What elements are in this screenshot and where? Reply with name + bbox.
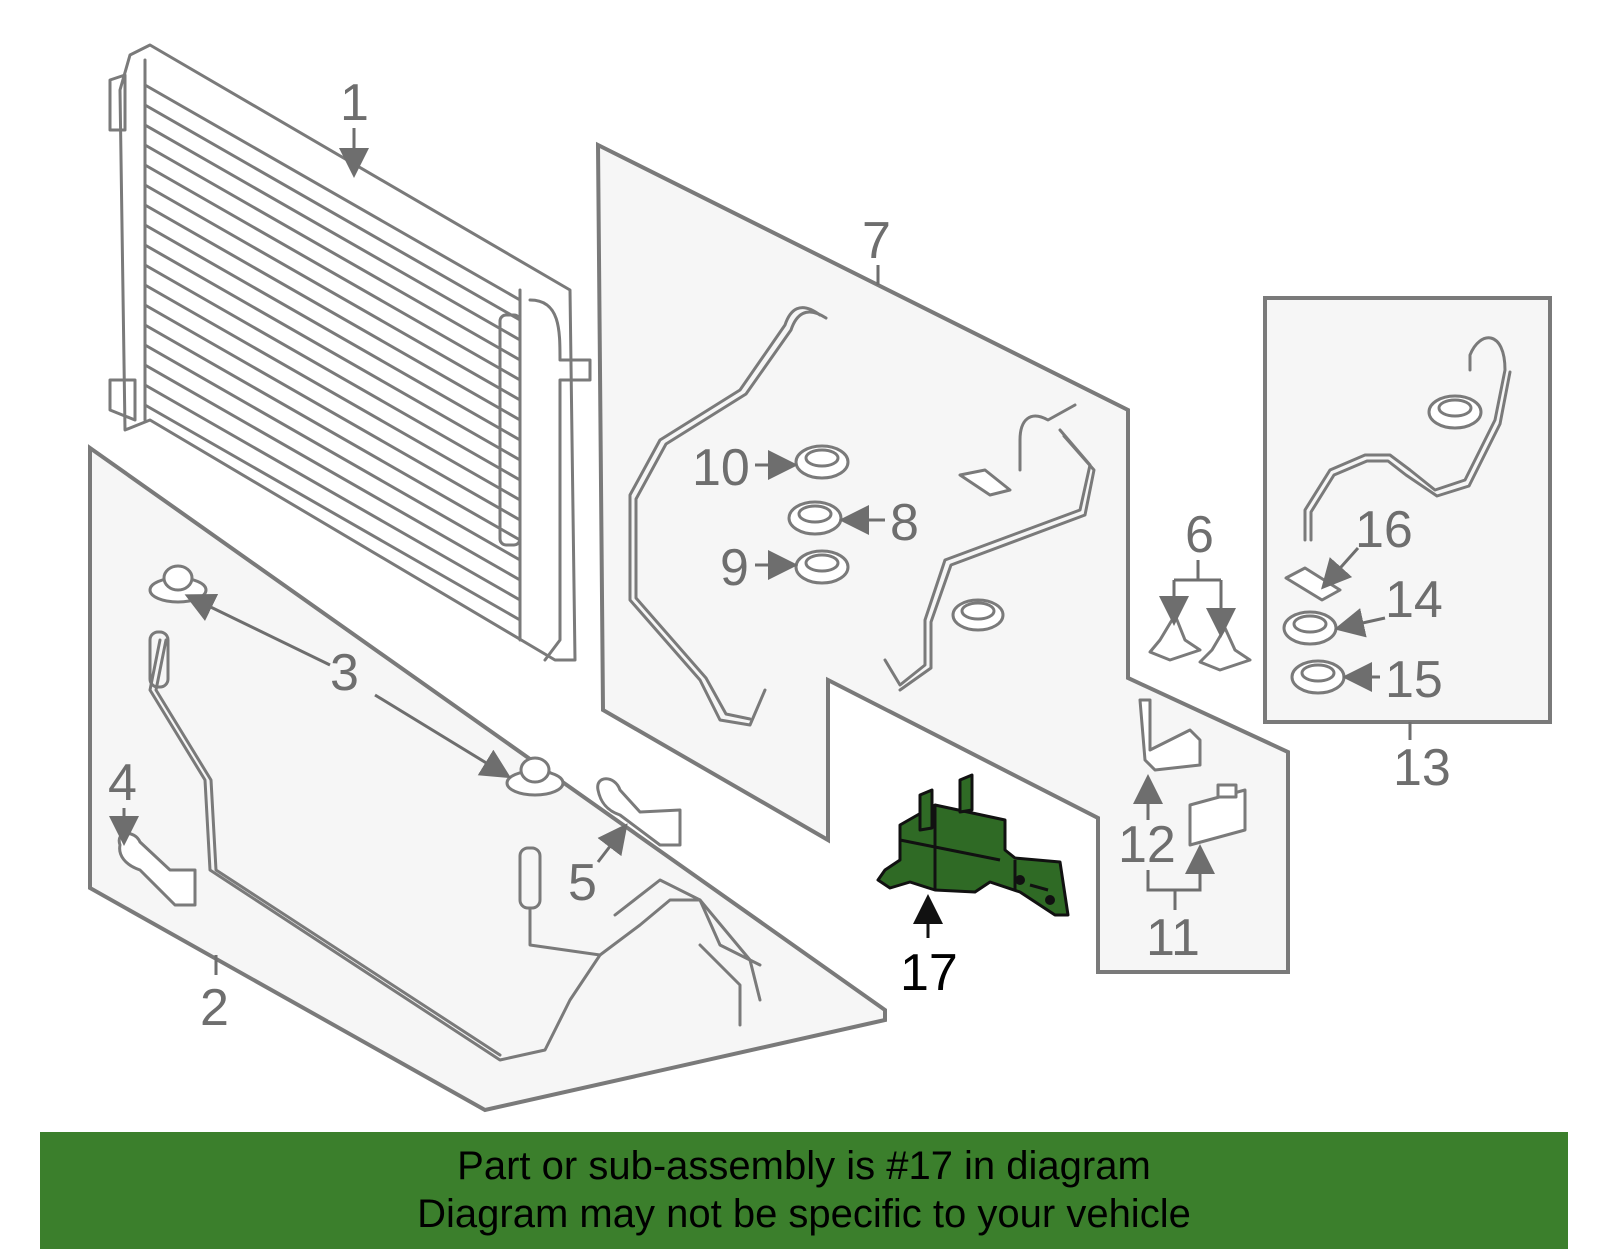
banner-line-1: Part or sub-assembly is #17 in diagram bbox=[457, 1144, 1151, 1188]
leader-lines bbox=[109, 128, 1412, 975]
oil-cooler-part-17 bbox=[876, 773, 1070, 917]
info-banner: Part or sub-assembly is #17 in diagram D… bbox=[40, 1132, 1568, 1249]
callout-16: 16 bbox=[1355, 501, 1413, 559]
callout-17: 17 bbox=[900, 944, 958, 1002]
panel-2 bbox=[88, 444, 887, 1113]
clip-part-6a bbox=[1148, 613, 1202, 662]
callout-6: 6 bbox=[1185, 506, 1214, 564]
cooler-tube-part-7a bbox=[628, 306, 828, 727]
radiator-part bbox=[108, 43, 592, 662]
bracket-part-5 bbox=[596, 777, 682, 847]
o-ring-part-8 bbox=[787, 500, 843, 536]
cooler-tube-part-7b bbox=[883, 403, 1096, 692]
callout-4: 4 bbox=[108, 754, 137, 812]
callout-3: 3 bbox=[330, 644, 359, 702]
seal-ring-part-7 bbox=[951, 598, 1005, 632]
callout-2: 2 bbox=[200, 979, 229, 1037]
cooler-part-11 bbox=[1188, 783, 1247, 847]
callout-12: 12 bbox=[1118, 816, 1176, 874]
callout-13: 13 bbox=[1393, 739, 1451, 797]
callout-15: 15 bbox=[1385, 651, 1443, 709]
o-ring-part-10 bbox=[794, 444, 850, 480]
callout-9: 9 bbox=[720, 539, 749, 597]
callout-10: 10 bbox=[692, 439, 750, 497]
grommet-part-b bbox=[505, 756, 565, 797]
banner-line-2: Diagram may not be specific to your vehi… bbox=[417, 1192, 1191, 1236]
panel-7 bbox=[595, 141, 1290, 974]
callout-5: 5 bbox=[568, 854, 597, 912]
callout-11: 11 bbox=[1146, 909, 1200, 967]
tube-part-12 bbox=[1138, 698, 1202, 772]
o-ring-part-15 bbox=[1290, 659, 1346, 695]
tube-part-13 bbox=[1303, 336, 1512, 542]
callout-14: 14 bbox=[1385, 571, 1443, 629]
o-ring-part-9 bbox=[794, 549, 850, 585]
clip-part-6b bbox=[1198, 626, 1252, 672]
callout-8: 8 bbox=[890, 494, 919, 552]
gasket-part-16 bbox=[1284, 566, 1342, 602]
o-ring-part-14 bbox=[1282, 610, 1338, 646]
callout-7: 7 bbox=[862, 212, 891, 270]
callout-1: 1 bbox=[340, 74, 369, 132]
cooler-lines-part bbox=[148, 630, 762, 1062]
